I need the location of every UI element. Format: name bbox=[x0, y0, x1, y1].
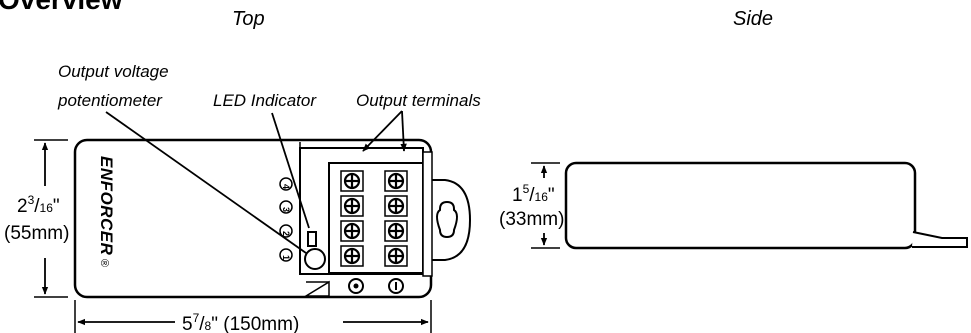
potentiometer-label-line1: Output voltage bbox=[58, 62, 169, 81]
channel-number-3: 3 bbox=[281, 207, 291, 212]
view-label-side: Side bbox=[733, 8, 773, 30]
svg-text:15/16": 15/16" bbox=[512, 182, 555, 206]
terminal-leader-1 bbox=[362, 110, 403, 152]
channel-indicators: 4 3 2 1 bbox=[279, 177, 293, 262]
channel-number-2: 2 bbox=[281, 231, 291, 236]
channel-number-1: 1 bbox=[281, 255, 291, 260]
mounting-hole bbox=[436, 200, 458, 239]
screw-icon bbox=[383, 244, 409, 268]
width-dimension: 57/8" (150mm) bbox=[74, 300, 432, 333]
terminal-block-flange bbox=[422, 151, 433, 277]
screw-icon bbox=[339, 219, 365, 243]
height-mm-label: (55mm) bbox=[4, 223, 69, 244]
potentiometer-knob bbox=[304, 248, 326, 270]
screw-icon bbox=[383, 194, 409, 218]
depth-mm-label: (33mm) bbox=[499, 209, 564, 230]
potentiometer-leader bbox=[105, 111, 307, 254]
terminal-wedge bbox=[303, 280, 330, 297]
depth-dimension: 15/16" (33mm) bbox=[499, 162, 564, 249]
potentiometer-label-line2: potentiometer bbox=[57, 91, 163, 110]
housing-side-outline bbox=[564, 161, 917, 250]
side-view bbox=[564, 161, 968, 250]
screw-icon bbox=[339, 169, 365, 193]
screw-icon bbox=[339, 244, 365, 268]
led-leader bbox=[271, 112, 310, 229]
terminals-label: Output terminals bbox=[356, 91, 481, 110]
registered-mark: ® bbox=[98, 259, 110, 267]
svg-text:57/8" (150mm): 57/8" (150mm) bbox=[182, 311, 299, 333]
brand-logo: ENFORCER bbox=[97, 156, 116, 256]
screw-icon bbox=[339, 194, 365, 218]
view-label-top: Top bbox=[232, 8, 265, 30]
channel-number-4: 4 bbox=[281, 184, 291, 189]
svg-text:23/16": 23/16" bbox=[17, 193, 60, 217]
side-mounting-tab bbox=[912, 231, 968, 248]
screw-icon bbox=[383, 169, 409, 193]
led-indicator bbox=[307, 231, 317, 247]
top-view: ENFORCER ® bbox=[73, 110, 472, 299]
terminal-leader-2 bbox=[400, 110, 407, 152]
height-dimension: 23/16" (55mm) bbox=[4, 139, 69, 298]
led-label: LED Indicator bbox=[213, 91, 317, 110]
screw-icon bbox=[383, 219, 409, 243]
page-heading: Overview bbox=[0, 0, 123, 15]
